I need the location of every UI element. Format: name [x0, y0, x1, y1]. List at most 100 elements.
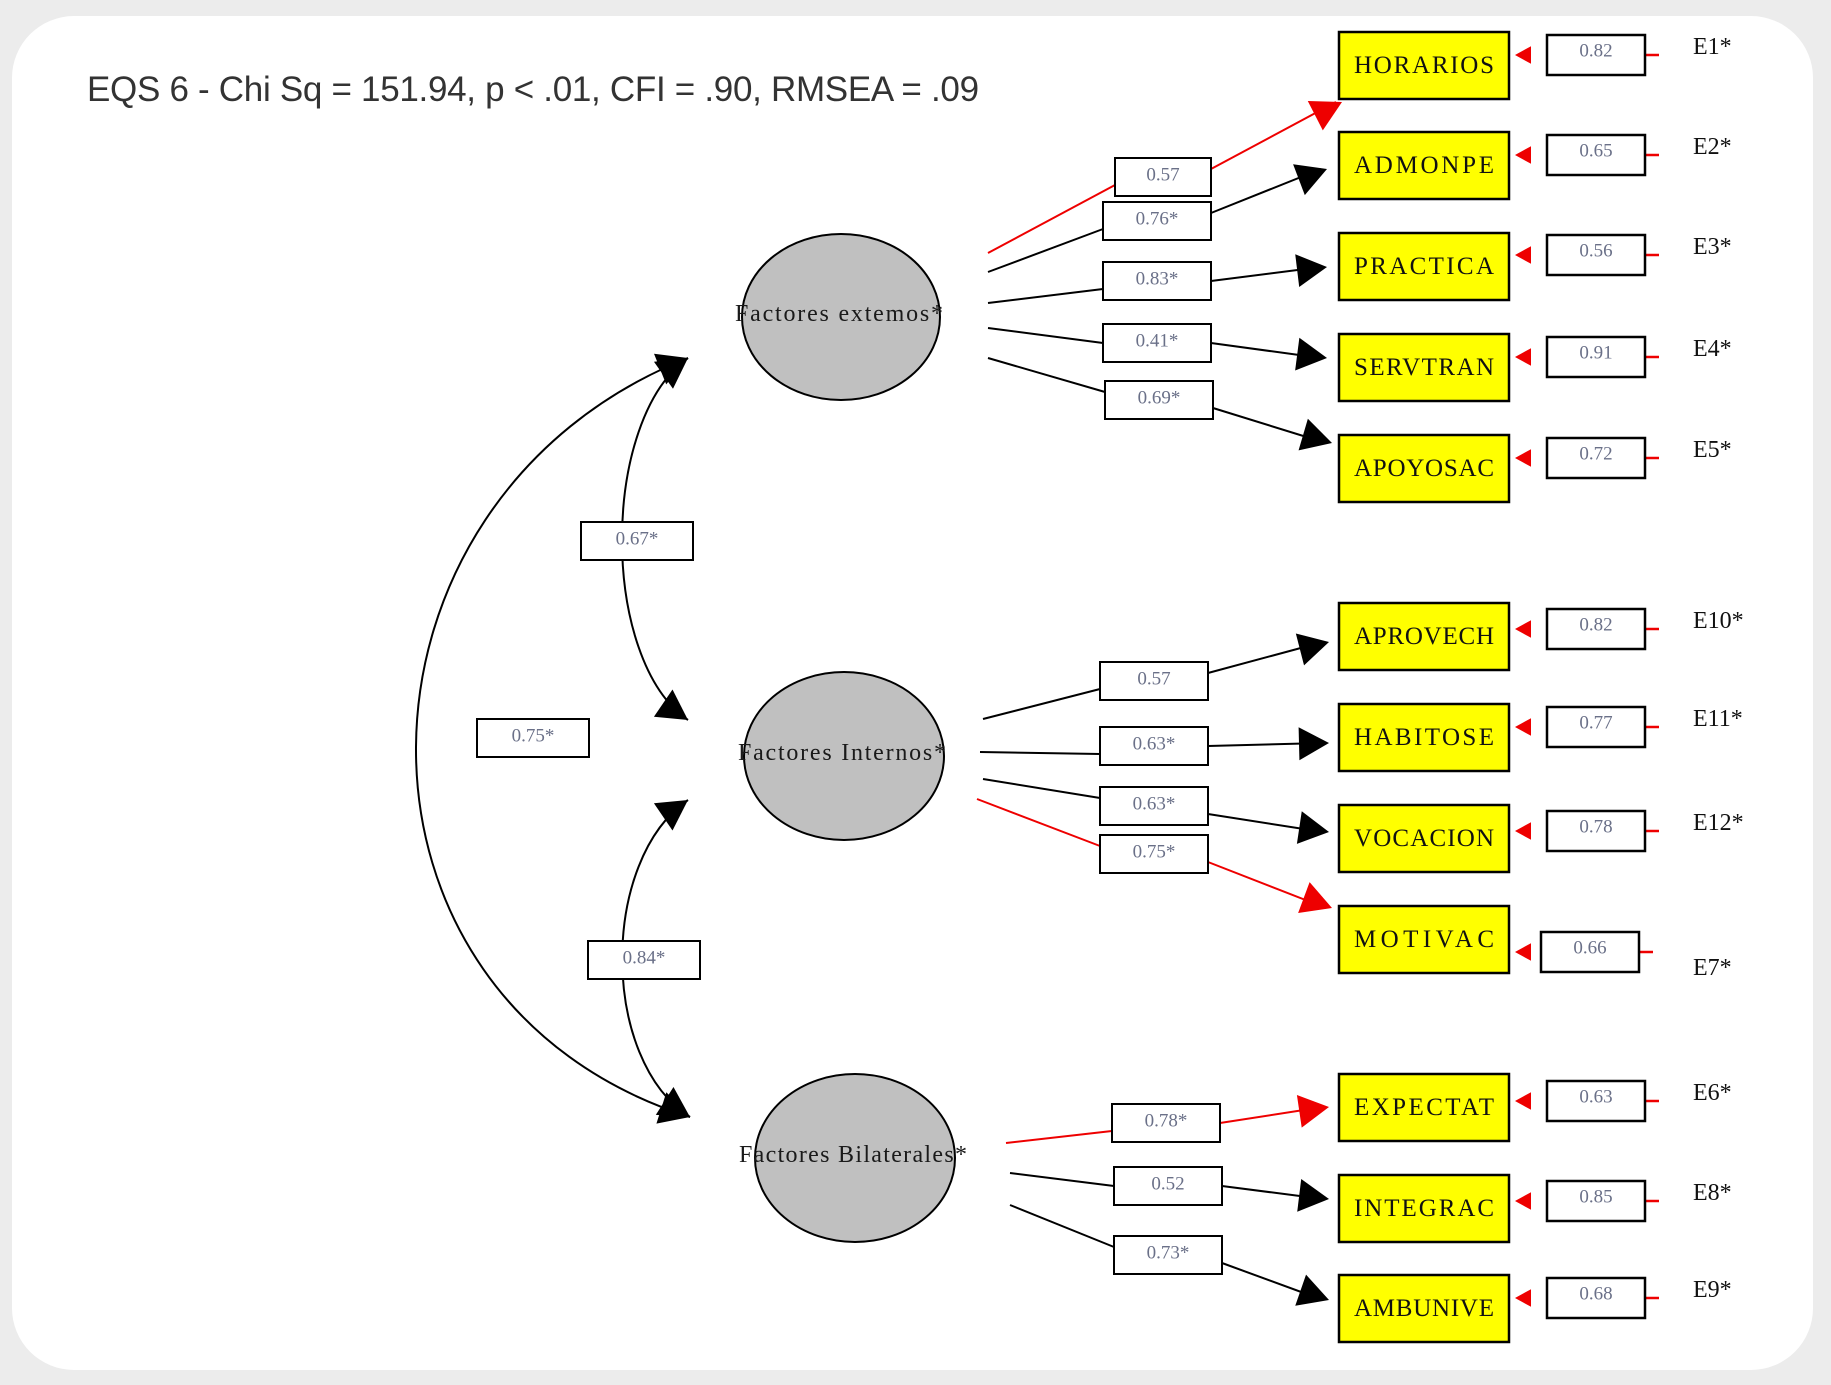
factor-label: Factores extemos*	[735, 301, 943, 327]
loading-label-box	[1102, 201, 1212, 241]
latent-factor-f2: Factores Internos*	[738, 671, 946, 841]
loading-path: 0.41*	[987, 323, 1327, 371]
loading-path: 0.73*	[1009, 1204, 1329, 1306]
indicator-name: HORARIOS	[1354, 52, 1494, 79]
path-segment-in	[982, 688, 1101, 720]
path-arrowhead	[1298, 882, 1332, 914]
error-value-box	[1539, 930, 1641, 974]
indicator-habitose: HABITOSE	[1337, 702, 1511, 773]
indicator-box	[1337, 30, 1511, 101]
indicator-motivac: MOTIVAC	[1337, 904, 1511, 975]
path-segment-in	[1009, 1204, 1115, 1248]
loading-value: 0.57	[1137, 669, 1170, 690]
path-segment-in	[987, 228, 1104, 273]
error-value-box	[1545, 436, 1647, 480]
error-arrowhead	[1515, 1192, 1531, 1210]
error-value: 0.82	[1579, 615, 1612, 636]
error-label: E2*	[1693, 134, 1732, 160]
path-arrowhead	[1297, 1179, 1329, 1212]
correlation-arrowhead-end	[655, 1087, 690, 1117]
loading-label-box	[1113, 1166, 1223, 1206]
correlation-arrowhead-end	[653, 689, 688, 720]
loading-value: 0.63*	[1133, 734, 1176, 755]
indicator-aprovech: APROVECH	[1337, 601, 1511, 672]
error-label: E9*	[1693, 1277, 1732, 1303]
error-label: E6*	[1693, 1080, 1732, 1106]
indicator-servtran: SERVTRAN	[1337, 332, 1511, 403]
error-label: E8*	[1693, 1180, 1732, 1206]
error-label: E3*	[1693, 234, 1732, 260]
error-arrowhead	[1515, 620, 1531, 638]
error-arrowhead	[1515, 943, 1531, 961]
indicator-name: APROVECH	[1354, 623, 1494, 650]
correlation-value: 0.75*	[512, 726, 555, 747]
path-arrowhead	[1296, 1095, 1329, 1128]
error-term-e10: 0.82 E10*	[1515, 607, 1744, 651]
loading-value: 0.78*	[1145, 1111, 1188, 1132]
loading-label-box	[1111, 1103, 1221, 1143]
indicator-name: APOYOSAC	[1354, 455, 1494, 482]
indicator-box	[1337, 803, 1511, 874]
error-arrowhead	[1515, 449, 1531, 467]
error-arrowhead	[1515, 1092, 1531, 1110]
error-label: E10*	[1693, 608, 1744, 634]
correlation-value: 0.67*	[616, 529, 659, 550]
error-label: E7*	[1693, 955, 1732, 981]
error-value: 0.65	[1579, 141, 1612, 162]
latent-factor-f1: Factores extemos*	[735, 233, 943, 401]
error-value-box	[1545, 233, 1647, 277]
error-value: 0.68	[1579, 1284, 1612, 1305]
error-term-e2: 0.65 E2*	[1515, 133, 1732, 177]
path-arrowhead	[1307, 100, 1342, 131]
path-segment-in	[987, 184, 1116, 254]
indicator-name: VOCACION	[1354, 825, 1494, 852]
correlation-f1-f3: 0.75*	[415, 353, 691, 1124]
error-value-box	[1545, 1276, 1647, 1320]
path-segment-in	[1009, 1172, 1115, 1187]
error-value: 0.82	[1579, 41, 1612, 62]
loading-value: 0.41*	[1136, 331, 1179, 352]
loading-value: 0.69*	[1138, 388, 1181, 409]
loading-label-box	[1099, 726, 1209, 766]
error-label: E12*	[1693, 810, 1744, 836]
error-term-e5: 0.72 E5*	[1515, 436, 1732, 480]
error-arrowhead	[1515, 822, 1531, 840]
error-value-box	[1545, 607, 1647, 651]
indicator-ambunive: AMBUNIVE	[1337, 1273, 1511, 1344]
error-value: 0.66	[1573, 938, 1606, 959]
path-arrowhead	[1293, 164, 1327, 196]
path-arrowhead	[1296, 811, 1329, 844]
error-label: E5*	[1693, 437, 1732, 463]
loading-path: 0.63*	[979, 726, 1329, 766]
error-value: 0.72	[1579, 444, 1612, 465]
error-value: 0.63	[1579, 1087, 1612, 1108]
loading-label-box	[1102, 261, 1212, 301]
indicators-layer: HORARIOSADMONPEPRACTICASERVTRANAPOYOSACA…	[1337, 30, 1511, 1344]
path-segment-in	[979, 751, 1101, 755]
correlation-label-box	[580, 521, 694, 561]
correlation-layer: 0.67*0.75*0.84*	[415, 353, 701, 1124]
loading-value: 0.75*	[1133, 842, 1176, 863]
factor-label: Factores Bilaterales*	[739, 1142, 967, 1168]
factor-ellipse	[743, 671, 945, 841]
loading-label-box	[1113, 1235, 1223, 1275]
error-label: E4*	[1693, 336, 1732, 362]
indicator-name: HABITOSE	[1354, 724, 1494, 751]
factor-label: Factores Internos*	[738, 740, 946, 766]
loading-path: 0.69*	[987, 357, 1332, 451]
loading-label-box	[1104, 380, 1214, 420]
indicator-name: ADMONPE	[1354, 152, 1494, 179]
path-segment-in	[987, 288, 1104, 304]
loading-value: 0.63*	[1133, 794, 1176, 815]
loading-value: 0.57	[1146, 165, 1179, 186]
loading-path: 0.63*	[982, 778, 1329, 844]
loading-value: 0.83*	[1136, 269, 1179, 290]
loading-value: 0.52	[1151, 1174, 1184, 1195]
loading-label-box	[1099, 834, 1209, 874]
indicator-integrac: INTEGRAC	[1337, 1173, 1511, 1244]
